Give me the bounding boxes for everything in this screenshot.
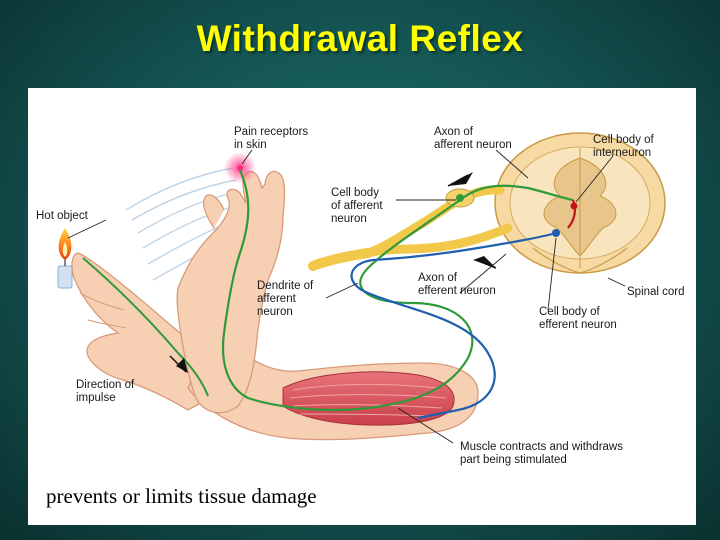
label-hot-object: Hot object — [36, 210, 89, 222]
label-cell-body-afferent: Cell body of afferent neuron — [331, 187, 386, 225]
label-spinal-cord: Spinal cord — [627, 286, 685, 298]
upper-arm — [187, 326, 479, 441]
leader-lines — [67, 149, 626, 444]
label-pain-receptors: Pain receptors in skin — [234, 126, 311, 151]
motion-lines — [125, 167, 237, 281]
efferent-neuron-path — [350, 231, 557, 420]
label-direction-impulse: Direction of impulse — [76, 379, 137, 404]
direction-arrows — [169, 172, 497, 373]
efferent-cell-body — [552, 229, 560, 237]
interneuron-cell-body — [570, 202, 578, 210]
label-axon-afferent: Axon of afferent neuron — [434, 126, 512, 151]
interneuron-path — [567, 199, 576, 229]
slide-title: Withdrawal Reflex — [196, 18, 524, 59]
caption: prevents or limits tissue damage — [46, 484, 317, 508]
candle-icon — [57, 228, 73, 289]
label-muscle-contracts: Muscle contracts and withdraws part bein… — [460, 441, 626, 466]
afferent-hand-path — [82, 257, 209, 397]
afferent-cell-body — [456, 194, 464, 202]
diagram-panel: Pain receptors in skin Hot object Axon o… — [28, 88, 696, 525]
label-cell-body-interneuron: Cell body of interneuron — [593, 134, 657, 159]
withdrawal-reflex-diagram: Pain receptors in skin Hot object Axon o… — [36, 126, 685, 466]
label-dendrite-afferent: Dendrite of afferent neuron — [257, 280, 316, 318]
label-cell-body-efferent: Cell body of efferent neuron — [539, 306, 617, 331]
label-axon-efferent: Axon of efferent neuron — [418, 272, 496, 297]
